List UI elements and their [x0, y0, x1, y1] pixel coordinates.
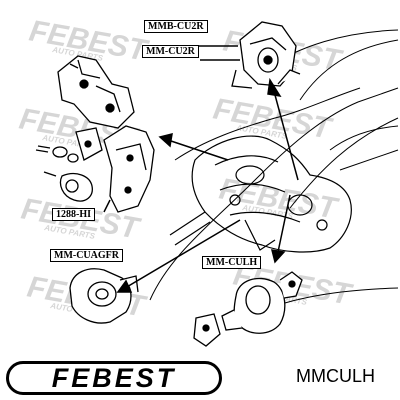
brand-logo: FEBEST: [6, 361, 222, 395]
label-1288-hi: 1288-HI: [52, 208, 95, 221]
label-mm-cu2r: MM-CU2R: [142, 45, 199, 58]
upper-mount-bracket: [231, 21, 301, 89]
left-bracket-assembly: [57, 55, 135, 129]
label-mm-culh: MM-CULH: [202, 256, 262, 269]
label-mm-cuagfr: MM-CUAGFR: [50, 249, 123, 262]
engine-assembly: [169, 135, 352, 253]
label-mmb-cu2r: MMB-CU2R: [144, 20, 208, 33]
lower-left-mount: [69, 268, 139, 324]
middle-bracket-assembly: [35, 125, 155, 213]
brand-logo-text: FEBEST: [51, 362, 177, 393]
leader-arrows: [103, 45, 299, 293]
watermark-layer: FEBEST AUTO PARTS FEBEST AUTO PARTS FEBE…: [17, 14, 356, 324]
vehicle-body-outline: [149, 29, 399, 321]
part-number: MMCULH: [296, 366, 375, 386]
lower-right-mount: [193, 271, 303, 347]
